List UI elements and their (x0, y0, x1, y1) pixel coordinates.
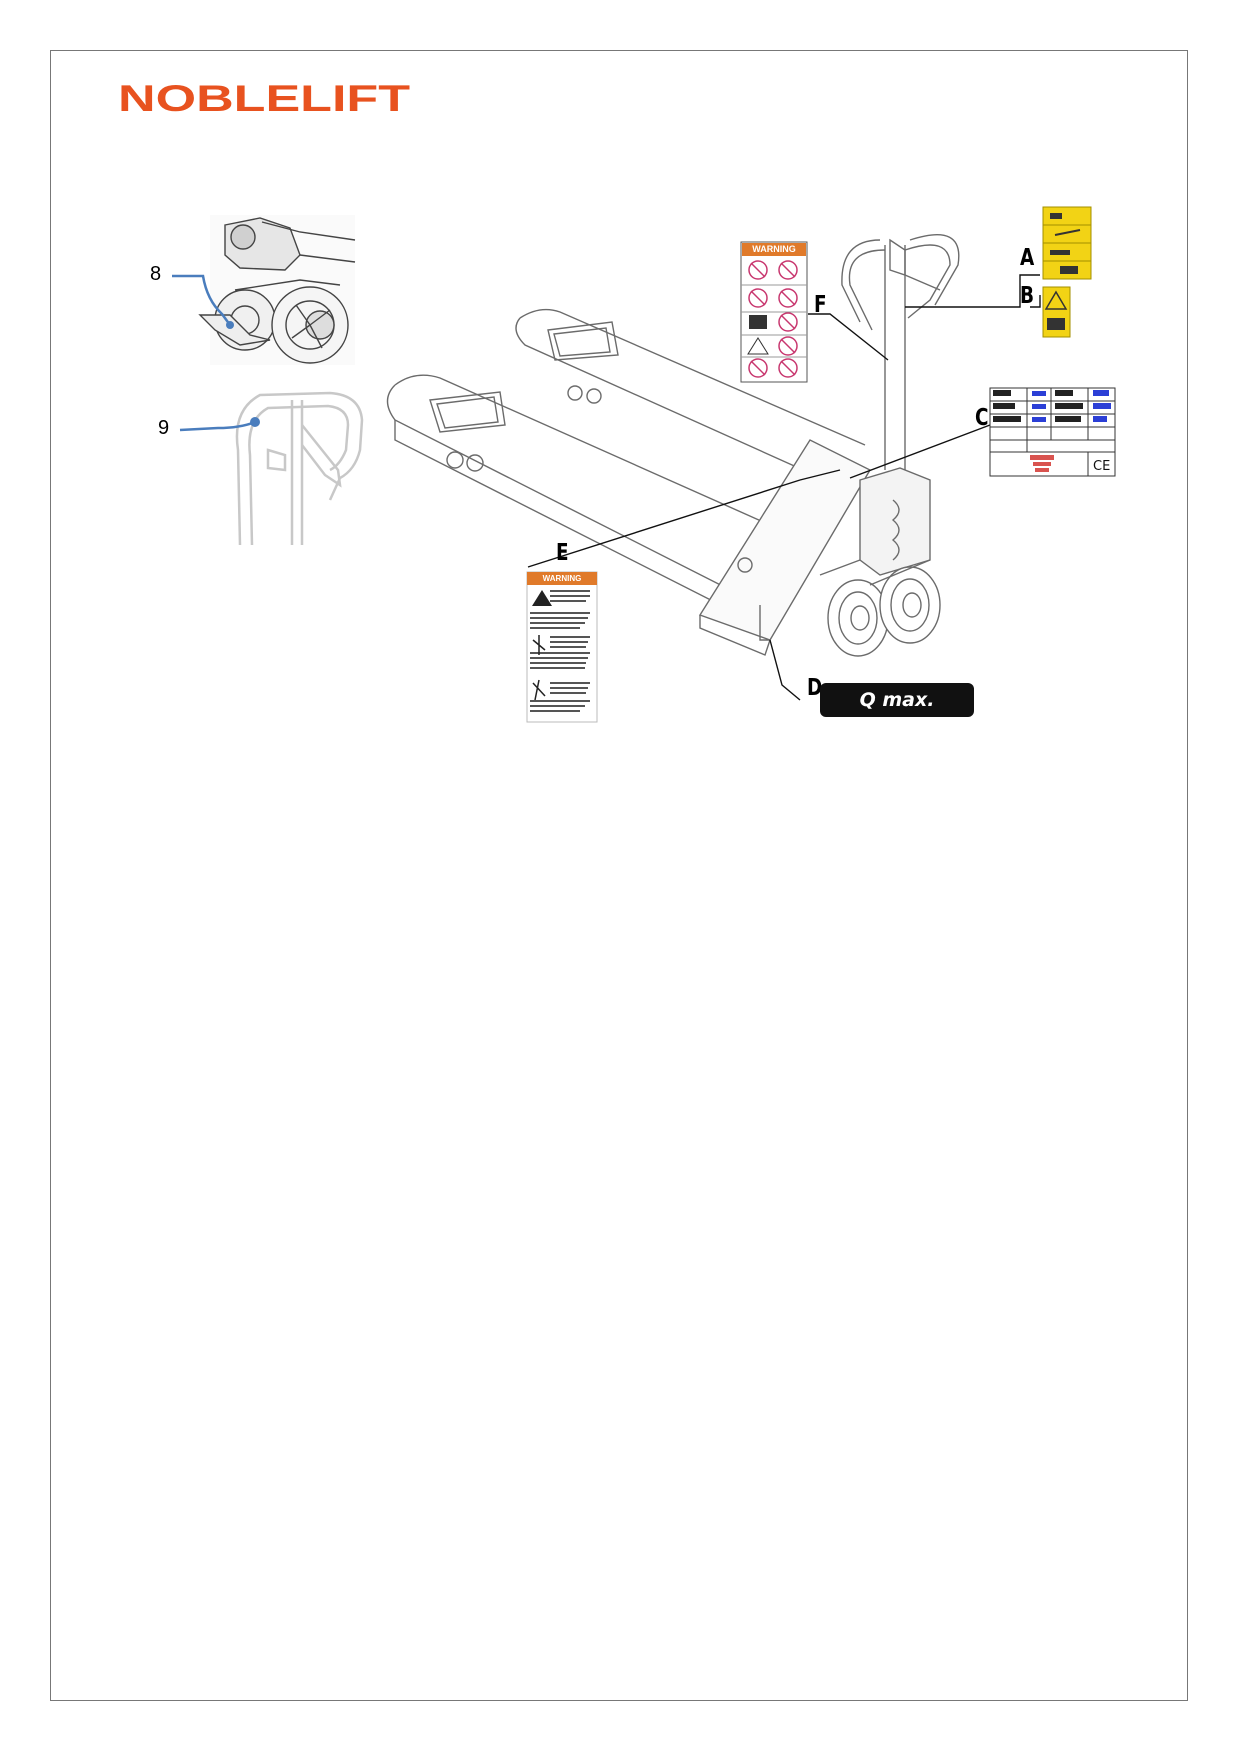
label-f: F (814, 292, 827, 318)
svg-text:NOBLELIFT: NOBLELIFT (118, 80, 411, 116)
detail-8-image (198, 215, 356, 365)
sticker-f (740, 241, 808, 383)
leader-8 (172, 274, 232, 326)
sticker-a (1042, 206, 1092, 280)
warning-f-title: WARNING (742, 243, 806, 256)
sticker-e (526, 571, 598, 723)
sticker-b (1042, 286, 1071, 338)
warning-e-title: WARNING (527, 572, 597, 585)
page-frame (50, 50, 1188, 1701)
capacity-plate-d: Q max. 2000kg (820, 683, 974, 745)
label-a: A (1020, 245, 1035, 271)
pallet-truck-drawing (386, 233, 960, 657)
callout-8: 8 (150, 263, 162, 285)
noblelift-logo: NOBLELIFT (118, 78, 413, 119)
label-d: D (807, 675, 823, 701)
nameplate-c: CE (989, 387, 1116, 477)
callout-9: 9 (158, 417, 170, 439)
leader-lines (527, 274, 1041, 701)
label-b: B (1020, 283, 1035, 309)
svg-text:CE: CE (1093, 459, 1110, 474)
label-c: C (975, 405, 989, 431)
detail-9-image (235, 391, 364, 546)
label-e: E (556, 540, 569, 566)
leader-9 (179, 420, 256, 432)
